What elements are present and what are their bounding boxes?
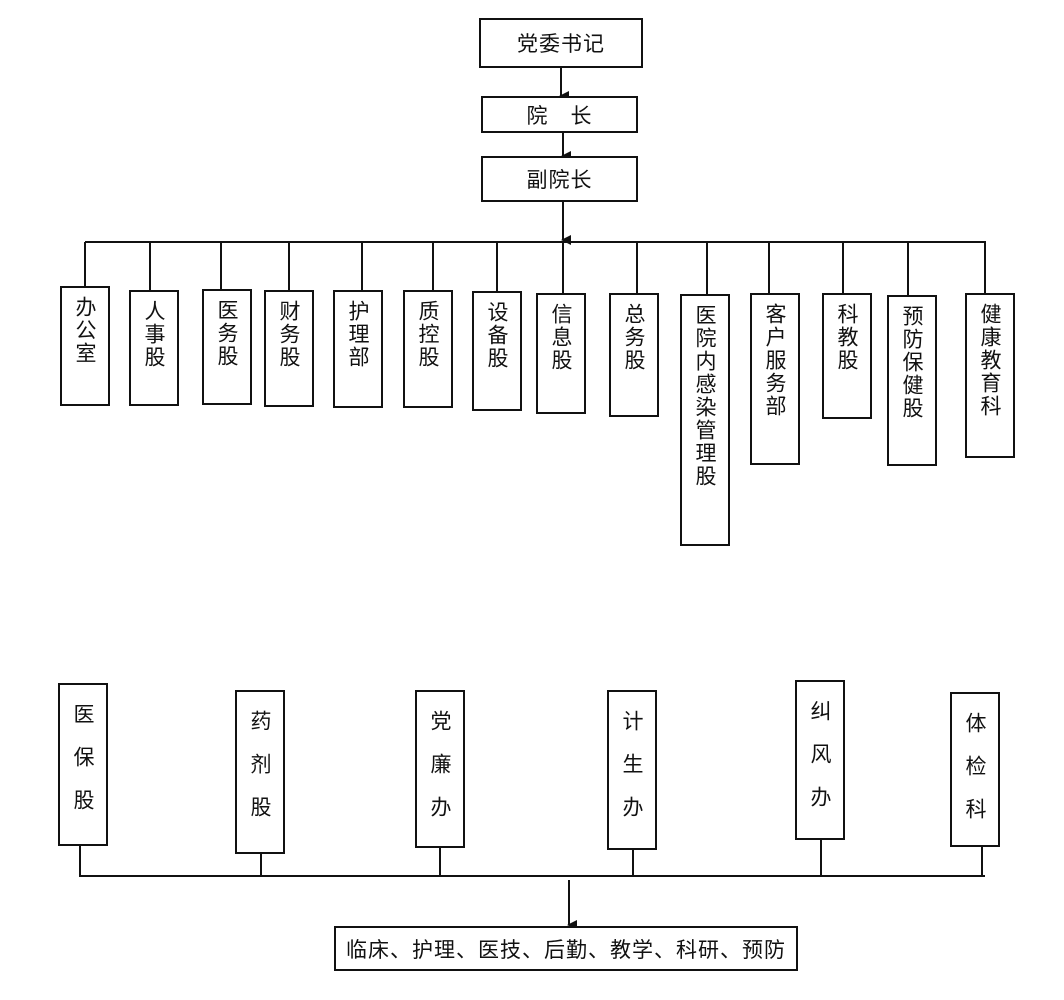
department-box: 护理部 — [333, 290, 383, 408]
department-box: 办公室 — [60, 286, 110, 406]
department-box: 客户服务部 — [750, 293, 800, 465]
support-unit-box: 药剂股 — [235, 690, 285, 854]
support-unit-label: 计生办 — [620, 710, 644, 839]
department-box: 预防保健股 — [887, 295, 937, 466]
clinical-box: 临床、护理、医技、后勤、教学、科研、预防 — [334, 926, 798, 971]
department-label: 医院内感染管理股 — [693, 304, 717, 488]
support-unit-box: 体检科 — [950, 692, 1000, 847]
department-box: 信息股 — [536, 293, 586, 414]
department-label: 质控股 — [416, 300, 440, 369]
department-label: 医务股 — [215, 299, 239, 368]
department-label: 财务股 — [277, 300, 301, 369]
department-label: 总务股 — [622, 303, 646, 372]
support-unit-label: 药剂股 — [248, 710, 272, 839]
vice-president-box: 副院长 — [481, 156, 638, 202]
president-label: 院 长 — [526, 103, 593, 128]
department-label: 人事股 — [142, 300, 166, 369]
secretary-label: 党委书记 — [517, 32, 605, 56]
department-label: 客户服务部 — [763, 303, 787, 418]
department-label: 科教股 — [835, 303, 859, 372]
support-unit-box: 计生办 — [607, 690, 657, 850]
department-box: 总务股 — [609, 293, 659, 417]
department-box: 科教股 — [822, 293, 872, 419]
support-unit-label: 纠风办 — [808, 700, 832, 829]
support-unit-box: 医保股 — [58, 683, 108, 846]
department-box: 设备股 — [472, 291, 522, 411]
support-unit-label: 体检科 — [963, 712, 987, 841]
department-label: 预防保健股 — [900, 305, 924, 420]
department-box: 健康教育科 — [965, 293, 1015, 458]
support-unit-label: 党廉办 — [428, 710, 452, 839]
secretary-box: 党委书记 — [479, 18, 643, 68]
department-label: 设备股 — [485, 301, 509, 370]
vice-president-label: 副院长 — [526, 168, 593, 192]
clinical-label: 临床、护理、医技、后勤、教学、科研、预防 — [346, 937, 786, 962]
department-label: 护理部 — [346, 300, 370, 369]
department-box: 医院内感染管理股 — [680, 294, 730, 546]
department-box: 财务股 — [264, 290, 314, 407]
support-unit-box: 纠风办 — [795, 680, 845, 840]
department-box: 质控股 — [403, 290, 453, 408]
department-label: 办公室 — [73, 296, 97, 365]
president-box: 院 长 — [481, 96, 638, 133]
department-box: 人事股 — [129, 290, 179, 406]
department-box: 医务股 — [202, 289, 252, 405]
support-unit-label: 医保股 — [71, 703, 95, 832]
department-label: 健康教育科 — [978, 303, 1002, 418]
department-label: 信息股 — [549, 303, 573, 372]
support-unit-box: 党廉办 — [415, 690, 465, 848]
